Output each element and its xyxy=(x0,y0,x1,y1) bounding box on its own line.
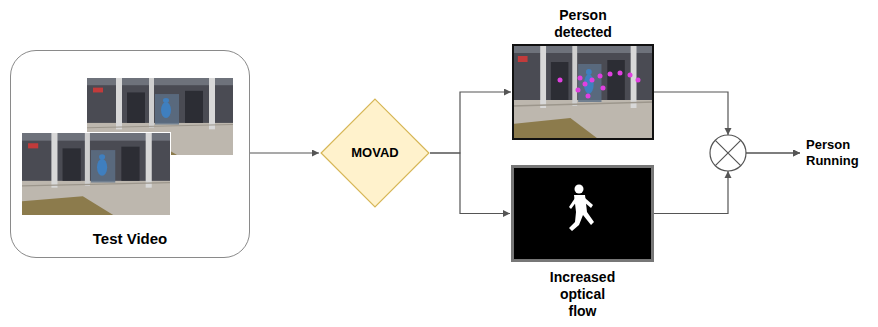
runner-silhouette xyxy=(569,185,594,232)
detection-frame xyxy=(512,44,654,140)
node-label: Test Video xyxy=(93,230,167,248)
multiply-cross xyxy=(715,140,740,165)
frame-gap xyxy=(21,132,171,216)
multiply-circle xyxy=(710,135,746,171)
flow-map xyxy=(511,165,654,262)
input-panel: Test Video xyxy=(10,50,250,258)
image-box: Increased optical flow xyxy=(511,165,654,262)
flow-arrow xyxy=(430,153,510,214)
output-label: Person Running xyxy=(806,137,868,168)
flow-arrow xyxy=(430,92,511,153)
video-frame xyxy=(22,133,170,215)
image-box: Person detected xyxy=(512,44,654,140)
node-label: Person detected xyxy=(543,7,623,41)
decision-diamond: MOVAD xyxy=(320,98,430,208)
junction-arrowhead xyxy=(725,171,732,178)
node-label: MOVAD xyxy=(351,145,398,161)
detection-marks xyxy=(558,71,641,99)
node-label: Person Running xyxy=(806,137,868,168)
node-label: Increased optical flow xyxy=(546,269,620,319)
flow-arrow xyxy=(250,152,319,153)
junction-arrowhead xyxy=(725,128,732,135)
